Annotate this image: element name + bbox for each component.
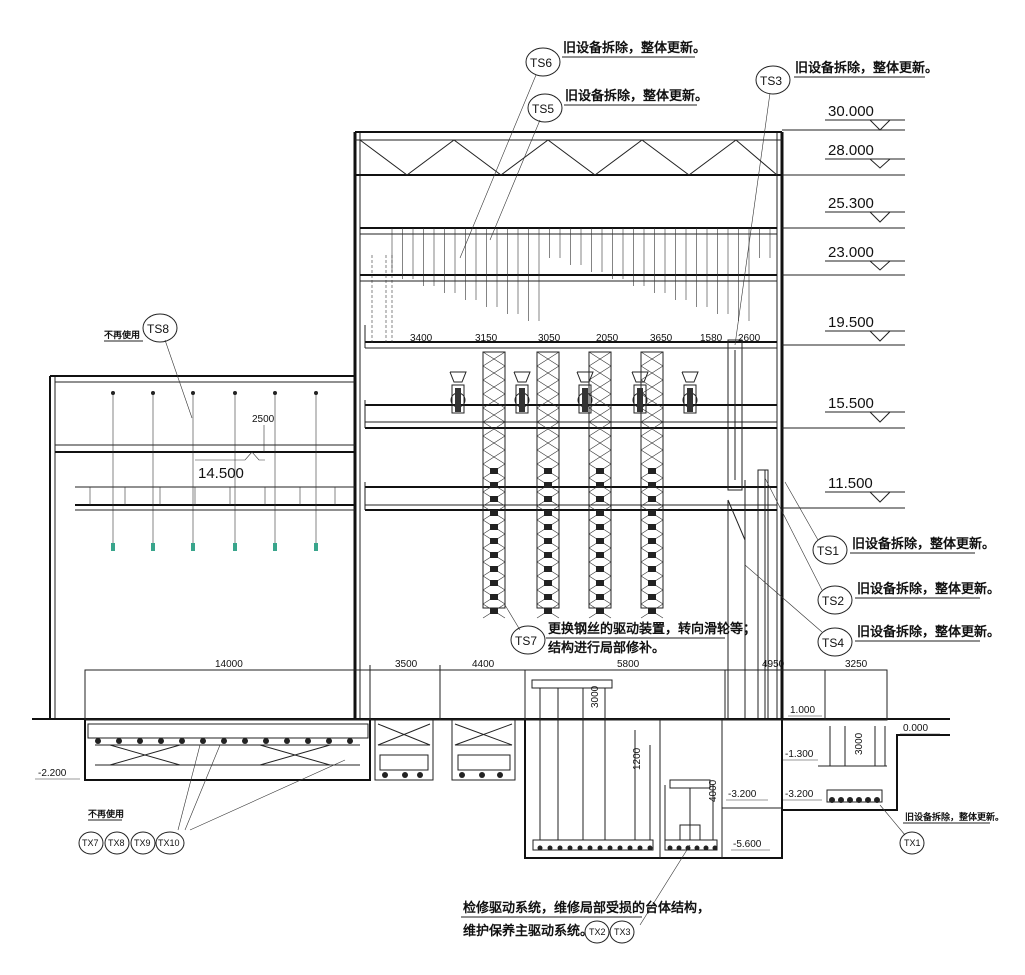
dim-2500: 2500 (252, 414, 275, 425)
svg-text:25.300: 25.300 (828, 195, 874, 212)
dim-2600: 2600 (738, 333, 761, 344)
level-minus-3200-b: -3.200 (785, 789, 814, 800)
main-building-frame (353, 131, 784, 720)
tag-tx3 (609, 920, 635, 944)
fly-batten-lines (371, 228, 771, 345)
dim-2050: 2050 (596, 333, 619, 344)
level-14500: 14.500 (198, 465, 244, 482)
level-25300: 25.300 (782, 195, 905, 229)
note-ts6: 旧设备拆除，整体更新。 (563, 40, 706, 56)
tag-ts3 (755, 65, 791, 95)
dim-5800: 5800 (617, 659, 640, 670)
tag-tx2 (584, 920, 610, 944)
note-tx1: 旧设备拆除，整体更新。 (905, 811, 1004, 823)
note-bottom-line1: 检修驱动系统，维修局部受损的台体结构， (463, 900, 710, 916)
svg-text:TX7: TX7 (82, 838, 99, 848)
tag-ts1 (812, 535, 848, 565)
svg-text:TX1: TX1 (904, 838, 921, 848)
svg-text:11.500: 11.500 (828, 475, 873, 492)
dim-3650: 3650 (650, 333, 673, 344)
dim-3000-a: 3000 (590, 685, 601, 708)
dim-3050: 3050 (538, 333, 561, 344)
pit-levels: 1.000 0.000 -1.300 -3.200 -3.200 -5.600 … (35, 705, 940, 851)
note-tx-left: 不再使用 (88, 808, 124, 820)
note-ts5: 旧设备拆除，整体更新。 (565, 88, 708, 104)
tag-ts4 (817, 627, 853, 657)
level-0000: 0.000 (903, 723, 928, 734)
note-ts8: 不再使用 (104, 329, 140, 341)
level-30000: 30.000 (782, 103, 905, 131)
note-ts3: 旧设备拆除，整体更新。 (795, 60, 938, 76)
level-11500: 11.500 (782, 475, 905, 509)
svg-text:23.000: 23.000 (828, 244, 874, 261)
dim-1580: 1580 (700, 333, 723, 344)
tag-ts6 (525, 47, 561, 77)
svg-text:TS1: TS1 (817, 544, 839, 558)
side-stage-hangers (89, 391, 336, 551)
tag-ts2 (817, 585, 853, 615)
dim-3000-b: 3000 (854, 732, 865, 755)
small-lifts (374, 719, 516, 781)
svg-text:TS6: TS6 (530, 56, 552, 70)
svg-text:TX3: TX3 (614, 927, 631, 937)
svg-text:TS8: TS8 (147, 322, 169, 336)
svg-text:28.000: 28.000 (828, 142, 874, 159)
level-minus-1300: -1.300 (785, 749, 814, 760)
wagon-pit (84, 720, 371, 781)
level-15500: 15.500 (782, 395, 905, 429)
tag-ts7 (510, 625, 546, 655)
svg-text:TS4: TS4 (822, 636, 844, 650)
svg-text:15.500: 15.500 (828, 395, 874, 412)
dim-3150: 3150 (475, 333, 498, 344)
tag-tx7 (78, 831, 104, 855)
lift-towers (482, 351, 664, 619)
svg-text:TX2: TX2 (589, 927, 606, 937)
dim-1200: 1200 (632, 747, 643, 770)
svg-text:TS5: TS5 (532, 102, 554, 116)
svg-text:TX10: TX10 (158, 838, 180, 848)
level-minus-2200: -2.200 (38, 768, 67, 779)
winches (449, 371, 699, 414)
tag-tx9 (130, 831, 156, 855)
dim-4000: 4000 (708, 779, 719, 802)
level-minus-3200-a: -3.200 (728, 789, 757, 800)
elevation-levels: 30.000 28.000 25.300 23.000 19.500 (782, 103, 905, 509)
dim-3250: 3250 (845, 659, 868, 670)
dim-3500: 3500 (395, 659, 418, 670)
svg-text:TS3: TS3 (760, 74, 782, 88)
side-stage-frame (49, 375, 355, 720)
level-1000: 1.000 (790, 705, 815, 716)
note-ts1: 旧设备拆除，整体更新。 (852, 536, 995, 552)
note-ts4: 旧设备拆除，整体更新。 (857, 624, 1000, 640)
dim-4950: 4950 (762, 659, 785, 670)
svg-text:TS7: TS7 (515, 634, 537, 648)
gallery-dimensions: 3400 3150 3050 2050 3650 1580 2600 (410, 333, 761, 344)
dim-14000: 14000 (215, 659, 243, 670)
note-ts7-line1: 更换钢丝的驱动装置，转向滑轮等； (548, 621, 756, 637)
callouts: TS6 旧设备拆除，整体更新。 TS5 旧设备拆除，整体更新。 TS3 旧设备拆… (78, 40, 1004, 944)
tag-ts8 (142, 313, 178, 343)
level-minus-5600: -5.600 (733, 839, 762, 850)
tag-ts5 (527, 93, 563, 123)
svg-text:19.500: 19.500 (828, 314, 874, 331)
main-pit (524, 679, 783, 859)
svg-text:TX9: TX9 (134, 838, 151, 848)
svg-text:TX8: TX8 (108, 838, 125, 848)
level-23000: 23.000 (782, 244, 905, 276)
note-bottom-line2: 维护保养主驱动系统。 (463, 923, 593, 939)
level-19500: 19.500 (782, 314, 905, 346)
orchestra-pit (781, 720, 950, 811)
svg-text:TS2: TS2 (822, 594, 844, 608)
tag-tx8 (104, 831, 130, 855)
dim-4400: 4400 (472, 659, 495, 670)
floor-dimensions: 14000 3500 4400 5800 4950 3250 (215, 659, 868, 670)
note-ts7-line2: 结构进行局部修补。 (548, 640, 665, 656)
svg-text:30.000: 30.000 (828, 103, 874, 120)
note-ts2: 旧设备拆除，整体更新。 (857, 581, 1000, 597)
tag-tx10 (155, 831, 185, 855)
level-28000: 28.000 (782, 142, 905, 176)
tag-tx1 (899, 831, 925, 855)
dim-3400: 3400 (410, 333, 433, 344)
